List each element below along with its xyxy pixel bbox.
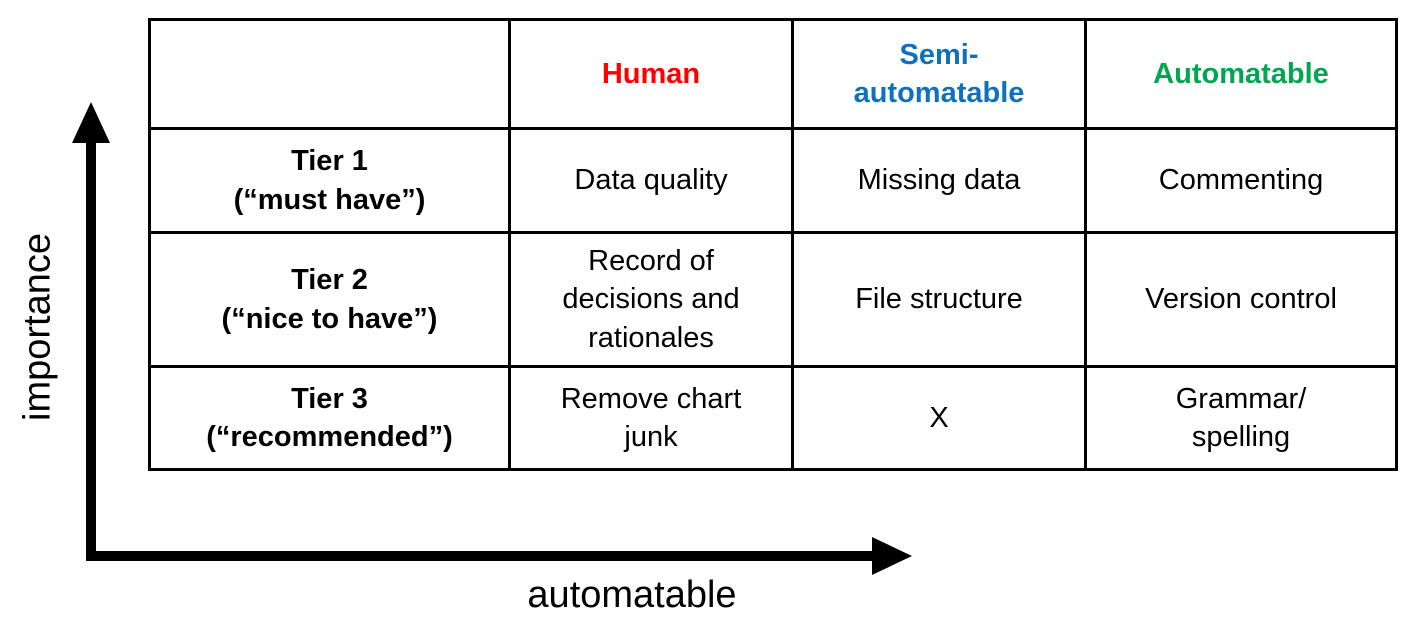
tier1-label: Tier 1 (“must have”) bbox=[233, 145, 426, 216]
tier3-label: Tier 3 (“recommended”) bbox=[206, 382, 453, 453]
axis-line bbox=[86, 140, 880, 561]
cell-tier1-human: Data quality bbox=[508, 127, 794, 234]
cell-text: X bbox=[929, 401, 949, 434]
cell-text: Record of decisions and rationales bbox=[562, 245, 740, 354]
table-row-tier1: Tier 1 (“must have”) Data quality Missin… bbox=[148, 127, 1398, 234]
cell-tier1-semi-automatable: Missing data bbox=[791, 127, 1087, 234]
table-header-row: Human Semi- automatable Automatable bbox=[148, 18, 1398, 130]
cell-text: Remove chart junk bbox=[560, 382, 742, 453]
cell-tier3-automatable: Grammar/ spelling bbox=[1084, 365, 1398, 471]
corner-cell bbox=[148, 18, 511, 130]
header-cell-semi-automatable: Semi- automatable bbox=[791, 18, 1087, 130]
cell-tier3-human: Remove chart junk bbox=[508, 365, 794, 471]
tier2-label-cell: Tier 2 (“nice to have”) bbox=[148, 231, 511, 368]
cell-tier2-automatable: Version control bbox=[1084, 231, 1398, 368]
header-label-automatable: Automatable bbox=[1153, 57, 1329, 90]
header-label-semi-automatable: Semi- automatable bbox=[853, 38, 1025, 109]
y-axis-label: importance bbox=[16, 233, 59, 421]
matrix-table: Human Semi- automatable Automatable Tier… bbox=[148, 18, 1398, 471]
cell-text: Commenting bbox=[1158, 164, 1324, 197]
y-axis-arrowhead-icon bbox=[72, 102, 110, 143]
table-row-tier3: Tier 3 (“recommended”) Remove chart junk… bbox=[148, 365, 1398, 471]
cell-tier1-automatable: Commenting bbox=[1084, 127, 1398, 234]
tier2-label: Tier 2 (“nice to have”) bbox=[221, 264, 438, 335]
tier1-label-cell: Tier 1 (“must have”) bbox=[148, 127, 511, 234]
cell-text: Missing data bbox=[857, 164, 1021, 197]
x-axis-label: automatable bbox=[527, 574, 737, 616]
tier3-label-cell: Tier 3 (“recommended”) bbox=[148, 365, 511, 471]
cell-tier3-semi-automatable: X bbox=[791, 365, 1087, 471]
cell-tier2-human: Record of decisions and rationales bbox=[508, 231, 794, 368]
header-cell-automatable: Automatable bbox=[1084, 18, 1398, 130]
table-row-tier2: Tier 2 (“nice to have”) Record of decisi… bbox=[148, 231, 1398, 368]
header-cell-human: Human bbox=[508, 18, 794, 130]
header-label-human: Human bbox=[601, 57, 701, 90]
cell-text: Data quality bbox=[574, 164, 728, 197]
cell-text: Grammar/ spelling bbox=[1175, 382, 1307, 453]
cell-text: Version control bbox=[1145, 283, 1337, 316]
cell-tier2-semi-automatable: File structure bbox=[791, 231, 1087, 368]
cell-text: File structure bbox=[855, 283, 1023, 316]
x-axis-arrowhead-icon bbox=[872, 537, 912, 575]
